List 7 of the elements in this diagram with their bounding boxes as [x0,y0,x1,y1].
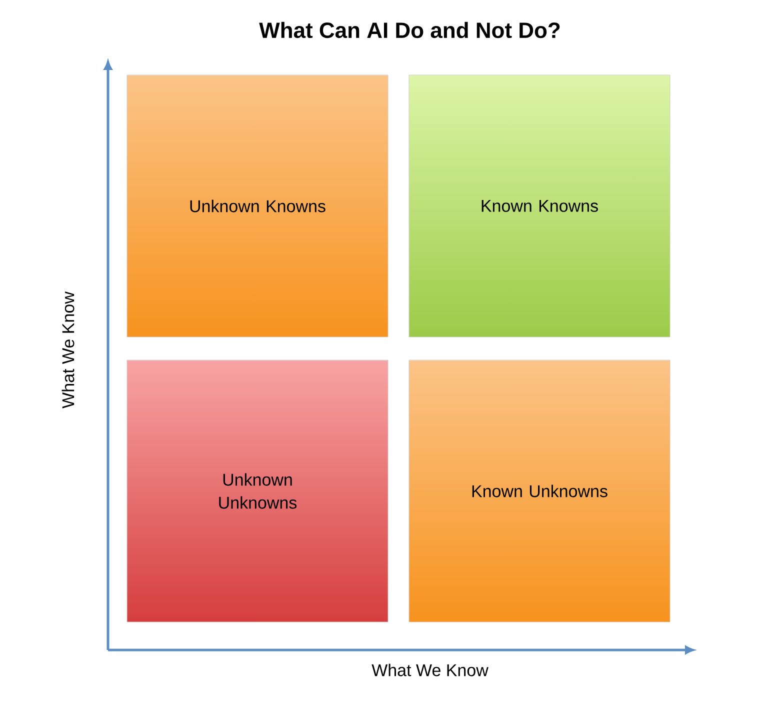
quadrant-box: Known Unknowns [408,360,670,622]
quadrant-box: Unknown Unknowns [126,360,388,622]
axis-label: What We Know [62,292,74,408]
quadrant-box: Unknown Knowns [126,74,388,338]
quadrant-box: Known Knowns [408,74,670,338]
axis-label: What We Know [372,664,488,676]
title: What Can AI Do and Not Do? [259,22,560,38]
